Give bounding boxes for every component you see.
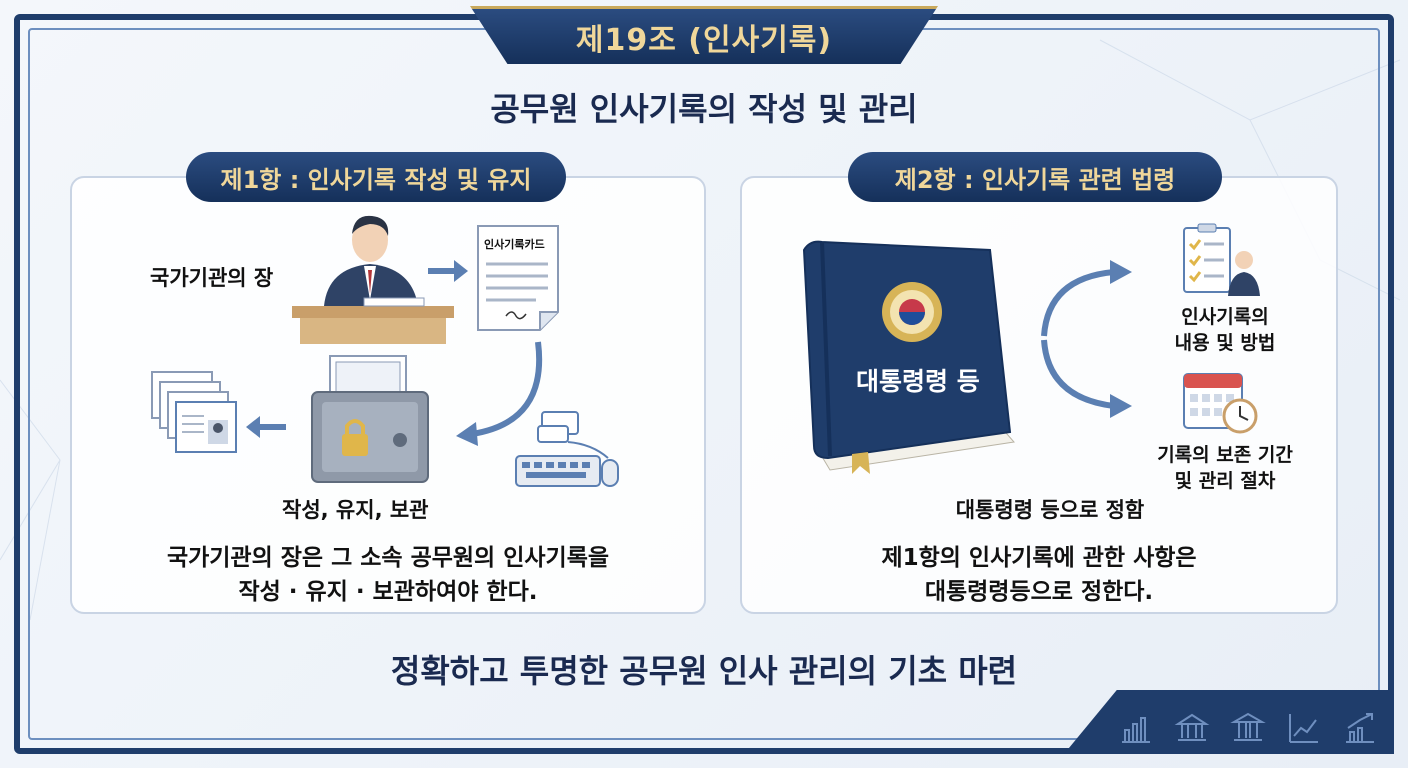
- official-at-desk-illustration: [292, 215, 454, 344]
- growth-chart-icon: [1289, 714, 1318, 743]
- item1-line2: 내용 및 방법: [1174, 332, 1276, 354]
- personnel-record-card-icon: [477, 225, 559, 331]
- corner-icon-row: [1118, 710, 1378, 746]
- item1-line1: 인사기록의: [1181, 306, 1269, 328]
- page-title: 제19조 (인사기록): [575, 22, 833, 58]
- arrow-right-icon: [428, 260, 468, 282]
- corner-decoration: [1064, 690, 1394, 754]
- checklist-person-icon: [1183, 223, 1260, 296]
- stacked-files-icon: [151, 371, 237, 453]
- section1-description-line1: 국가기관의 장은 그 소속 공무원의 인사기록을: [166, 545, 610, 571]
- actor-label: 국가기관의 장: [150, 266, 274, 290]
- section2-process-label: 대통령령 등으로 정함: [955, 498, 1145, 522]
- computer-keyboard-icon: [515, 411, 619, 487]
- secure-safe-illustration: [311, 355, 429, 483]
- trend-up-icon: [1346, 713, 1374, 743]
- government-building-icon: [1174, 713, 1210, 741]
- title-banner: 제19조 (인사기록): [470, 6, 938, 64]
- section2-heading: 제2항 : 인사기록 관련 법령: [848, 152, 1222, 202]
- section2-description-line1: 제1항의 인사기록에 관한 사항은: [881, 545, 1197, 571]
- bar-chart-icon: [1122, 717, 1150, 743]
- branching-arrows-icon: [1041, 260, 1132, 418]
- section2-description-line2: 대통령령등으로 정한다.: [924, 579, 1154, 605]
- arrow-left-icon: [246, 416, 286, 438]
- curved-arrow-icon: [456, 341, 543, 446]
- footer-statement: 정확하고 투명한 공무원 인사 관리의 기초 마련: [390, 652, 1018, 690]
- section1-heading: 제1항 : 인사기록 작성 및 유지: [186, 152, 566, 202]
- page-subtitle: 공무원 인사기록의 작성 및 관리: [490, 90, 918, 128]
- section1-description-line2: 작성 · 유지 · 보관하여야 한다.: [238, 579, 538, 605]
- bank-building-icon: [1230, 712, 1266, 741]
- item2-line1: 기록의 보존 기간: [1157, 444, 1293, 466]
- record-card-label: 인사기록카드: [484, 238, 545, 251]
- item2-line2: 및 관리 절차: [1174, 470, 1276, 492]
- calendar-clock-icon: [1183, 373, 1258, 434]
- section1-process-label: 작성, 유지, 보관: [282, 498, 429, 522]
- law-book-illustration: [802, 240, 1015, 474]
- book-label: 대통령령 등: [856, 367, 980, 396]
